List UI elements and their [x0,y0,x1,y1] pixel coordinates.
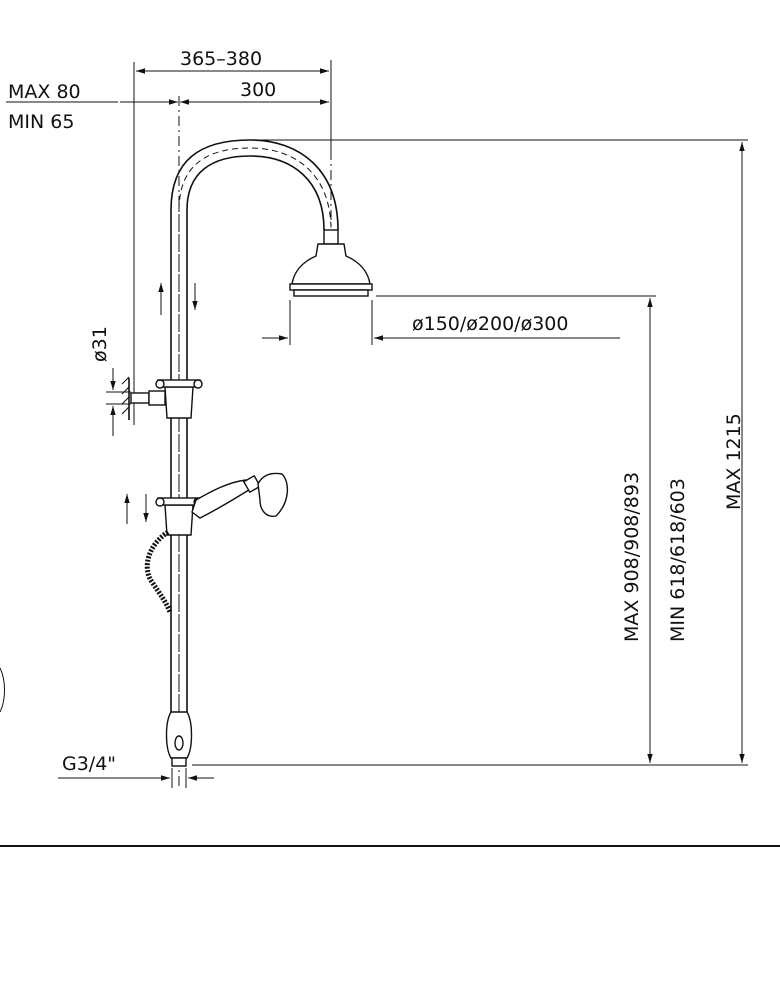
dim-label-head-diameters: ø150/ø200/ø300 [412,313,568,335]
dimension-wall-distance: MAX 80 MIN 65 [6,81,118,133]
dim-label-diameter-31: ø31 [89,326,111,362]
dim-label-min-head-height: MIN 618/618/603 [667,478,689,642]
dim-label-min-65: MIN 65 [8,111,74,133]
dim-label-300: 300 [240,79,276,101]
dimension-300: 300 [120,79,329,105]
dimension-total-height: MAX 1215 [723,142,745,763]
inlet-connection [165,711,193,767]
hand-shower [191,472,289,519]
dimension-head-height: MAX 908/908/893 MIN 618/618/603 [621,298,689,763]
dim-label-g3-4: G3/4" [62,753,116,775]
dimension-365-380: 365–380 [133,48,332,425]
dim-label-max-80: MAX 80 [8,81,81,103]
shower-column [170,139,339,730]
dim-label-max-head-height: MAX 908/908/893 [621,472,643,642]
shower-head [289,229,373,297]
edge-fragment [0,667,5,713]
dimension-diameter-31: ø31 [89,326,131,436]
dim-label-max-total-height: MAX 1215 [723,413,745,510]
dimension-head-diameter: ø150/ø200/ø300 [262,300,620,345]
dimension-inlet-thread: G3/4" [58,753,214,788]
dim-label-365-380: 365–380 [180,48,262,70]
wall-bracket [121,376,203,420]
shower-hose [144,529,173,613]
